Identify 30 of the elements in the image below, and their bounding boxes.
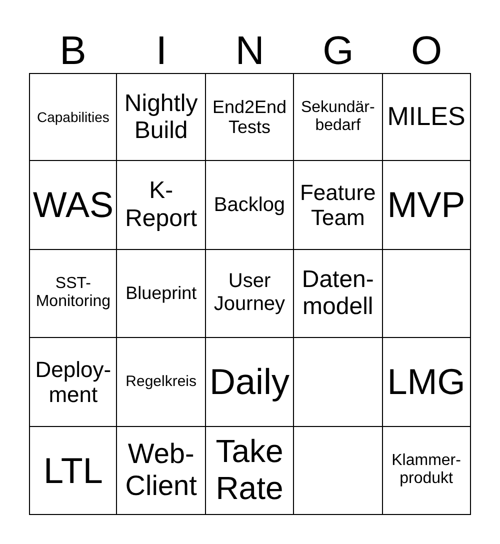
bingo-cell: MVP — [382, 161, 471, 250]
bingo-cell: WAS — [29, 161, 118, 250]
column-letter: B — [58, 28, 88, 74]
bingo-cell: Web-Client — [117, 426, 206, 515]
bingo-cell: Take Rate — [206, 426, 294, 515]
bingo-cell: User Journey — [206, 250, 294, 338]
bingo-cell: Sekundär-bedarf — [294, 73, 383, 162]
bingo-cell: Backlog — [206, 161, 294, 250]
column-letter: O — [410, 28, 444, 74]
column-letter: I — [154, 28, 168, 74]
bingo-cell: K-Report — [117, 161, 206, 250]
empty-cell — [382, 250, 471, 338]
column-letter: G — [322, 28, 355, 74]
bingo-cell: MILES — [382, 73, 471, 162]
bingo-cell: LMG — [382, 338, 471, 427]
bingo-cell: Capabilities — [29, 73, 118, 162]
bingo-cell: Deploy-ment — [29, 338, 118, 427]
bingo-cell: Blueprint — [117, 250, 206, 338]
bingo-cell: Feature Team — [294, 161, 383, 250]
bingo-cell: Nightly Build — [117, 73, 206, 162]
empty-cell — [294, 426, 383, 515]
column-letter: N — [234, 28, 266, 74]
bingo-cell: End2End Tests — [206, 73, 294, 162]
bingo-cell: Daten-modell — [294, 250, 383, 338]
bingo-cell: Daily — [206, 338, 294, 427]
empty-cell — [294, 338, 383, 427]
bingo-cell: Regelkreis — [117, 338, 206, 427]
bingo-cell: SST-Monitoring — [29, 250, 118, 338]
bingo-cell: Klammer-produkt — [382, 426, 471, 515]
bingo-cell: LTL — [29, 426, 118, 515]
